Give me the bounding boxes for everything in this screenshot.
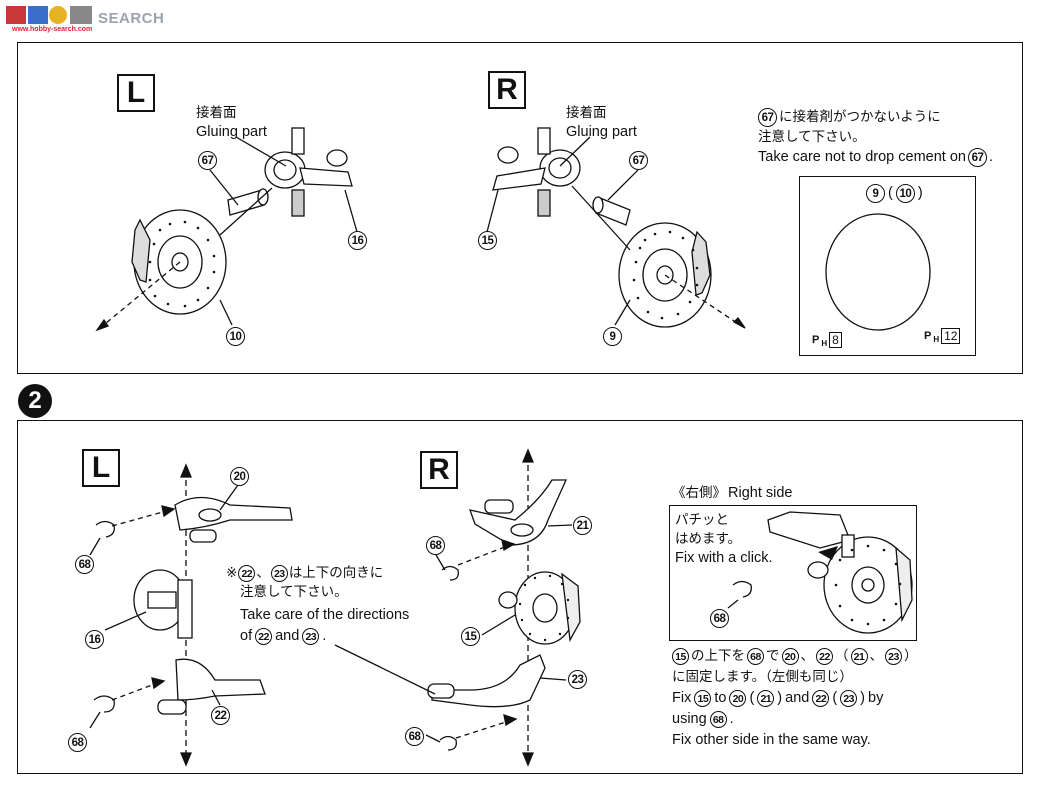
part-68-right-lower: 68 xyxy=(405,727,424,746)
part-23: 23 xyxy=(568,670,587,689)
inset-part-label: 9 ( 10 ) xyxy=(866,184,923,203)
part-68-left-upper: 68 xyxy=(75,555,94,574)
note-jp-line1: に接着剤がつかないように xyxy=(779,109,941,125)
part-15-step1: 15 xyxy=(478,231,497,250)
note-part-67: 67 xyxy=(758,108,777,127)
note-en-period: . xyxy=(988,149,993,165)
step2-instructions: 15 の上下を 68 で 20 、 22 （ 21 、 23 ） に固定します。… xyxy=(672,648,918,748)
step1-right-side-box: R xyxy=(488,71,526,109)
part-9: 9 xyxy=(603,327,622,346)
step1-gluing-jp-left: 接着面 xyxy=(196,105,237,121)
part-15-step2: 15 xyxy=(461,627,480,646)
step2-badge: 2 xyxy=(18,384,52,418)
caution-jp-line2: 注意して下さい。 xyxy=(240,584,348,600)
part-10: 10 xyxy=(226,327,245,346)
note-en-part-67: 67 xyxy=(967,148,987,167)
part-68-detail: 68 xyxy=(710,609,729,628)
part-68-left-lower: 68 xyxy=(68,733,87,752)
caution-mark: ※ xyxy=(226,565,238,581)
note-jp-line2: 注意して下さい。 xyxy=(758,129,866,145)
part-20: 20 xyxy=(230,467,249,486)
part-67-right: 67 xyxy=(629,151,648,170)
part-67-left: 67 xyxy=(198,151,217,170)
inset-part-9: 9 xyxy=(866,184,885,203)
step1-gluing-en-left: Gluing part xyxy=(196,124,267,140)
step1-gluing-en-right: Gluing part xyxy=(566,124,637,140)
step1-left-side-box: L xyxy=(117,74,155,112)
click-fit-note: パチッと はめます。 Fix with a click. xyxy=(675,512,773,566)
watermark-brand: SEARCH xyxy=(98,10,165,27)
inset-part-10: 10 xyxy=(895,184,915,203)
part-21: 21 xyxy=(573,516,592,535)
caution-part-23: 23 xyxy=(270,565,288,582)
caution-jp-line1: は上下の向きに xyxy=(288,565,384,581)
step2-left-side-box: L xyxy=(82,449,120,487)
step2-direction-caution: ※ 22 、 23 は上下の向きに 注意して下さい。 Take care of … xyxy=(226,565,410,645)
step2-right-side-box: R xyxy=(420,451,458,489)
part-16-step2: 16 xyxy=(85,630,104,649)
note-en-text: Take care not to drop cement on xyxy=(758,149,966,165)
caution-en-part-22: 22 xyxy=(255,628,273,645)
watermark-url: www.hobby-search.com xyxy=(12,26,93,33)
right-side-heading: 《右側》 Right side xyxy=(672,485,793,501)
step1-cement-note: 67 に接着剤がつかないように 注意して下さい。 Take care not t… xyxy=(758,108,993,167)
hobby-search-logo-icon xyxy=(6,6,92,24)
part-16-step1: 16 xyxy=(348,231,367,250)
caution-en-line1: Take care of the directions xyxy=(240,607,410,623)
paint-code-12: 12 xyxy=(941,328,961,344)
caution-part-22: 22 xyxy=(238,565,256,582)
part-22: 22 xyxy=(211,706,230,725)
caution-en-part-23: 23 xyxy=(302,628,320,645)
watermark: www.hobby-search.com SEARCH xyxy=(4,4,264,38)
paint-code-8: 8 xyxy=(829,332,842,348)
step1-gluing-jp-right: 接着面 xyxy=(566,105,607,121)
part-68-right-upper: 68 xyxy=(426,536,445,555)
